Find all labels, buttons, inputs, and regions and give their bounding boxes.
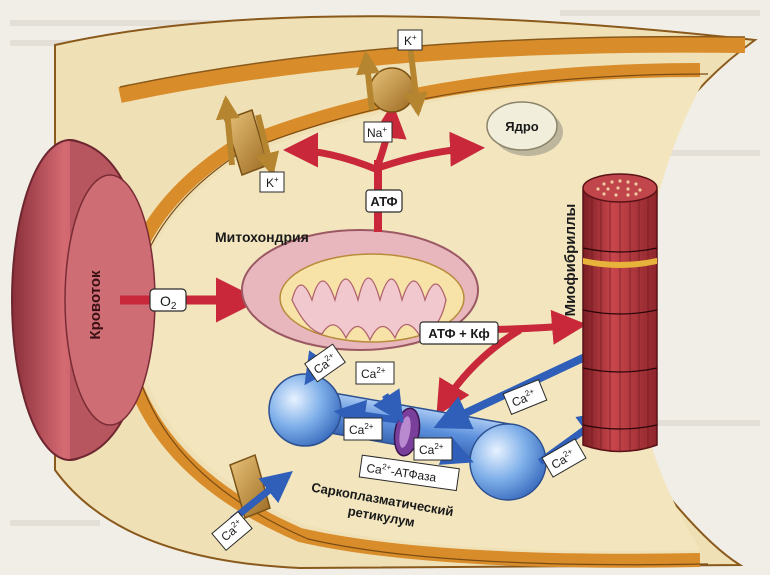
svg-text:Ca2+: Ca2+ xyxy=(419,442,444,457)
oxygen-arrow: O2 xyxy=(120,277,261,323)
svg-text:K+: K+ xyxy=(266,175,279,190)
svg-text:Ca2+-АТФаза: Ca2+-АТФаза xyxy=(366,460,438,485)
na-ion-sup: + xyxy=(382,125,387,134)
na-ion-label: Na xyxy=(367,126,383,140)
atp-label: АТФ xyxy=(370,194,397,209)
na-k-pump: K+ Na+ xyxy=(356,29,428,143)
bloodstream-label: Кровоток xyxy=(87,270,104,340)
bloodstream-vessel: Кровоток xyxy=(11,139,156,461)
k-ion-left-label: K xyxy=(266,176,274,190)
myofibrils-bundle: Миофибриллы xyxy=(562,173,658,453)
nucleus: Ядро xyxy=(486,101,563,156)
k-ion-top-label: K xyxy=(404,34,412,48)
calcium-labels: Ca2+ Ca2+ Ca2+ Ca2+ Ca2+ Ca2+ xyxy=(304,343,587,478)
ca-label-2-sup: 2+ xyxy=(376,366,385,375)
svg-text:Ca2+: Ca2+ xyxy=(548,447,577,472)
ca-label-4-sup: 2+ xyxy=(434,442,443,451)
cell-membrane-top xyxy=(118,36,746,103)
myofibrils-label: Миофибриллы xyxy=(562,204,579,317)
k-channel: K+ xyxy=(215,95,285,193)
svg-text:O2: O2 xyxy=(160,293,177,312)
k-ion-left-sup: + xyxy=(274,175,279,184)
ca-atpase-label-sup: 2+ xyxy=(382,462,393,472)
ca-atpase-label-ca: Ca xyxy=(366,461,383,477)
svg-text:Na+: Na+ xyxy=(367,125,387,140)
ca-label-3: Ca xyxy=(349,423,365,437)
svg-text:Ca2+: Ca2+ xyxy=(349,422,374,437)
o2-label: O xyxy=(160,293,171,309)
ca-label-4: Ca xyxy=(419,443,435,457)
ca-label-6: Ca xyxy=(549,452,570,472)
k-ion-top-sup: + xyxy=(412,33,417,42)
ca-label-3-sup: 2+ xyxy=(364,422,373,431)
svg-text:K+: K+ xyxy=(404,33,417,48)
ca-atpase-label-group: Ca2+-АТФаза xyxy=(358,454,460,492)
mitochondria: Митохондрия xyxy=(215,229,479,351)
nucleus-label: Ядро xyxy=(505,119,539,134)
ca-label-2: Ca xyxy=(361,367,377,381)
ca-label-5: Ca xyxy=(510,391,530,410)
o2-subscript: 2 xyxy=(171,301,177,312)
mitochondria-label: Митохондрия xyxy=(215,229,309,245)
svg-text:Ca2+: Ca2+ xyxy=(361,366,386,381)
ca-label-5-sup: 2+ xyxy=(524,386,536,398)
ca-label-6-sup: 2+ xyxy=(562,447,575,460)
ca-atpase-label-rest: -АТФаза xyxy=(390,464,438,484)
atp-cp-label: АТФ + Кф xyxy=(428,326,489,341)
ca-channel: Ca2+ xyxy=(211,453,293,552)
mitochondria-cristae xyxy=(291,277,447,342)
svg-text:Ca2+: Ca2+ xyxy=(509,386,538,409)
